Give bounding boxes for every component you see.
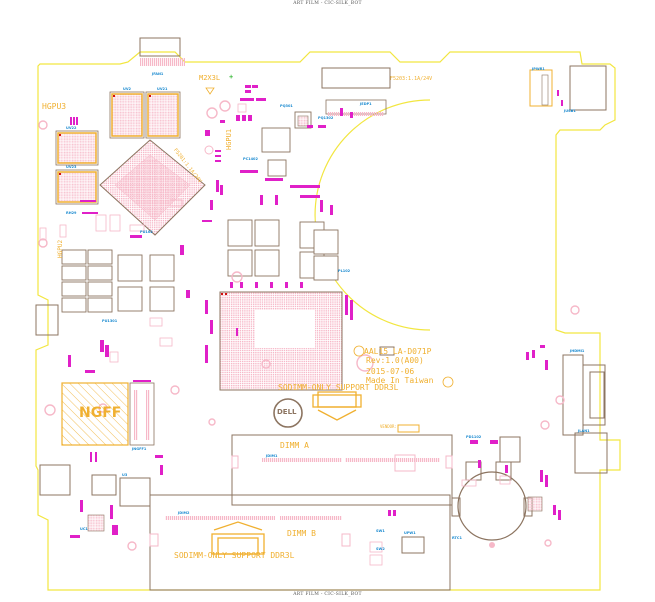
refdes: PQ301 (280, 104, 293, 108)
refdes: UV23 (66, 165, 77, 169)
audio-chip (87, 74, 549, 532)
origin-cross-icon: + (229, 73, 233, 81)
refdes: U3 (122, 473, 128, 477)
vrm-inductors (61, 111, 339, 313)
dimm-b-latch (211, 521, 265, 555)
screw-label-hgpu1: HGPU1 (225, 128, 233, 150)
refdes: JNGFF1 (132, 447, 147, 451)
ngff-slot (61, 382, 155, 446)
rtc-battery (451, 471, 533, 548)
ngff-label: NGFF (79, 405, 122, 421)
refdes: JHDMI1 (570, 349, 585, 353)
board-outline (35, 51, 621, 591)
refdes: JLAN1 (578, 429, 590, 433)
board-origin: Made In Taiwan (366, 376, 434, 385)
refdes: UV22 (66, 126, 77, 130)
cpu-bga (219, 291, 343, 391)
screw-label-m2x3l: M2X3L (199, 74, 221, 82)
fan-connector (139, 37, 185, 66)
sodimm-b-note: SODIMM-ONLY SUPPORT DDR3L (174, 551, 295, 560)
board-model: AAL15 LA-D071P (364, 347, 432, 356)
dimm-a-socket (231, 434, 453, 506)
smd-components (68, 85, 563, 538)
refdes: SW2 (376, 547, 385, 551)
edp-connector (321, 67, 391, 116)
refdes: JDIM1 (266, 454, 278, 458)
header-title: ART FILM - CIC-SILK_BOT (293, 1, 362, 6)
dimm-b-label: DIMM B (287, 529, 316, 538)
refdes: UC1 (80, 527, 88, 531)
refdes: JEDP1 (360, 102, 372, 106)
dimm-a-latch (312, 391, 362, 421)
refdes: JPWR1 (532, 67, 545, 71)
vram-chips (57, 93, 179, 203)
vendor-label: VENDOR: (380, 424, 397, 429)
pin1-circle-icons (38, 120, 214, 248)
refdes: UV21 (157, 87, 168, 91)
refdes: PC1402 (243, 157, 258, 161)
refdes: PU102 (140, 230, 153, 234)
refdes: SW1 (376, 529, 385, 533)
refdes: UPW1 (404, 531, 416, 535)
refdes: JUSB1 (564, 109, 576, 113)
passive-pads (39, 103, 511, 566)
right-connectors (35, 65, 608, 554)
pb-free-icon (442, 376, 454, 388)
board-revision: Rev:1.0(A00) (366, 356, 424, 365)
pin1-markers (59, 95, 227, 295)
screw-label-hgpu2: HGPU2 (57, 239, 64, 258)
screw-arrow-icon (205, 87, 215, 95)
dimm-b-socket (149, 494, 451, 591)
refdes: JFAN1 (152, 72, 164, 76)
footer-title: ART FILM - CIC-SILK_BOT (293, 592, 362, 597)
fuse-top-label: F5203:1.1A/24V (390, 76, 433, 82)
refdes: JDIM2 (178, 511, 190, 515)
refdes: PL102 (338, 269, 351, 273)
refdes: PD1102 (466, 435, 482, 439)
screw-label-hgpu3: HGPU3 (42, 102, 67, 111)
refdes: PQ1302 (318, 116, 334, 120)
board-date: 2015-07-06 (366, 367, 415, 376)
refdes: RH29 (66, 211, 77, 215)
ul-mark-icon (353, 345, 365, 357)
dell-logo-text: DELL (277, 408, 297, 416)
sodimm-a-note: SODIMM-ONLY SUPPORT DDR3L (278, 383, 399, 392)
refdes: RTC1 (452, 536, 462, 540)
refdes: PU1301 (102, 319, 118, 323)
gpu-bga (99, 139, 206, 236)
refdes: UV2 (123, 87, 131, 91)
dell-logo (273, 398, 303, 428)
dimm-a-label: DIMM A (280, 441, 309, 450)
